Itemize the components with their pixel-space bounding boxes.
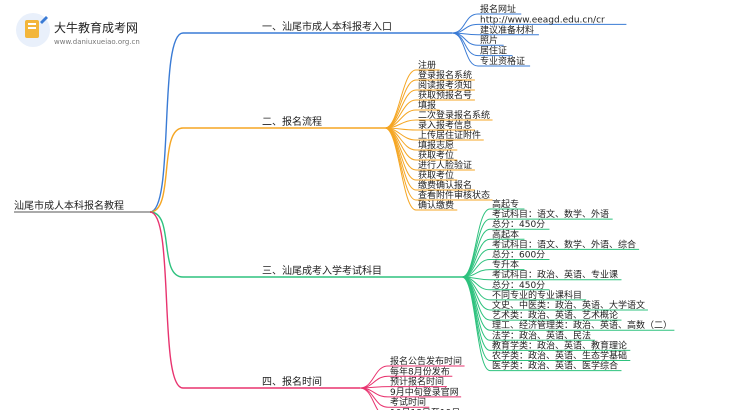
topic-item: 艺术类：政治、英语、艺术概论 <box>492 309 618 321</box>
topic-item: 登录报名系统 <box>418 69 472 81</box>
child-connector <box>359 387 379 410</box>
branch-connector-2 <box>149 127 184 213</box>
topic-item: 获取考位 <box>418 169 454 181</box>
topic-item: 查看附件审核状态 <box>418 189 490 201</box>
brand-url: www.daniuxueiao.org.cn <box>54 38 140 46</box>
topic-item: 专升本 <box>492 259 519 271</box>
topic-item: 录入报考信息 <box>418 119 472 131</box>
topic-item: 考试科目：语文、数学、外语 <box>492 208 609 220</box>
child-connector <box>384 127 417 181</box>
branch-label-1: 一、汕尾市成人本科报考入口 <box>262 20 392 33</box>
child-connector <box>461 276 491 372</box>
topic-item: 考试科目：语文、数学、外语、综合 <box>492 238 636 250</box>
topic-nodes: 一、汕尾市成人本科报考入口 报名网址http://www.eeagd.edu.cn… <box>262 3 672 410</box>
topic-item: 总分：600分 <box>492 249 545 261</box>
topic-item: 高起专 <box>492 198 519 210</box>
topic-item: 注册 <box>418 59 436 71</box>
topic-item: 教育学类：政治、英语、教育理论 <box>492 339 627 351</box>
topic-item: 缴费确认报名 <box>418 179 472 191</box>
topic-item: 建议准备材料 <box>480 24 534 36</box>
child-connector <box>451 32 479 57</box>
topic-item: 考试科目：政治、英语、专业课 <box>492 269 618 281</box>
branch-label-4: 四、报名时间 <box>262 375 322 388</box>
topic-item: 上传居住证附件 <box>418 129 481 141</box>
topic-item: 文史、中医类：政治、英语、大学语文 <box>492 299 645 311</box>
branch-connector-4 <box>149 211 184 389</box>
child-connector <box>451 32 479 67</box>
topic-item: 填报志愿 <box>418 139 454 151</box>
topic-item: 报名公告发布时间 <box>390 355 462 367</box>
topic-item: 居住证 <box>480 45 507 57</box>
topic-item: 医学类：政治、英语、医学综合 <box>492 360 618 372</box>
topic-item: 9月中旬登录官网 <box>390 386 459 398</box>
topic-item: 不同专业的专业课科目 <box>492 289 582 301</box>
child-connector <box>461 208 491 278</box>
topic-item: 填报 <box>418 99 436 111</box>
child-connector <box>451 13 479 34</box>
topic-item: 考试时间 <box>390 396 426 408</box>
topic-item: 每年8月份发布 <box>390 365 450 377</box>
topic-item: 总分：450分 <box>492 279 545 291</box>
brand-logo: 大牛教育成考网 www.daniuxueiao.org.cn <box>16 13 140 47</box>
brand-name: 大牛教育成考网 <box>54 20 138 35</box>
topic-item: 农学类：政治、英语、生态学基础 <box>492 350 627 362</box>
topic-item: 获取考位 <box>418 149 454 161</box>
topic-item: 理工、经济管理类：政治、英语、高数（二） <box>492 319 672 331</box>
topic-item: 获取预报名号 <box>418 89 472 101</box>
root-topic: 汕尾市成人本科报名教程 <box>14 199 124 212</box>
branch-connector-1 <box>149 32 184 213</box>
topic-item: 预计报名时间 <box>390 376 444 388</box>
child-connector <box>451 23 479 34</box>
topic-item: 总分：450分 <box>492 218 545 230</box>
pencil-icon <box>40 16 48 24</box>
topic-item: 法学：政治、英语、民法 <box>492 329 591 341</box>
connector-lines <box>14 13 675 410</box>
topic-item: 专业资格证 <box>480 55 525 67</box>
topic-item: 进行人脸验证 <box>418 159 472 171</box>
child-connector <box>384 127 417 211</box>
topic-item: 确认缴费 <box>418 199 454 211</box>
topic-item: 10月18日至19日 <box>390 408 460 410</box>
branch-label-2: 二、报名流程 <box>262 115 322 128</box>
child-connector <box>359 387 389 408</box>
topic-item: 报名网址 <box>480 3 516 15</box>
topic-item: 二次登录报名系统 <box>418 109 490 121</box>
topic-item: 高起本 <box>492 228 519 240</box>
topic-item: 阅读报考须知 <box>418 79 472 91</box>
topic-item: http://www.eeagd.edu.cn/cr <box>480 15 605 25</box>
branch-connector-3 <box>149 211 184 278</box>
child-connector <box>384 89 417 129</box>
topic-item: 照片 <box>480 34 498 46</box>
branch-label-3: 三、汕尾成考入学考试科目 <box>262 264 382 277</box>
